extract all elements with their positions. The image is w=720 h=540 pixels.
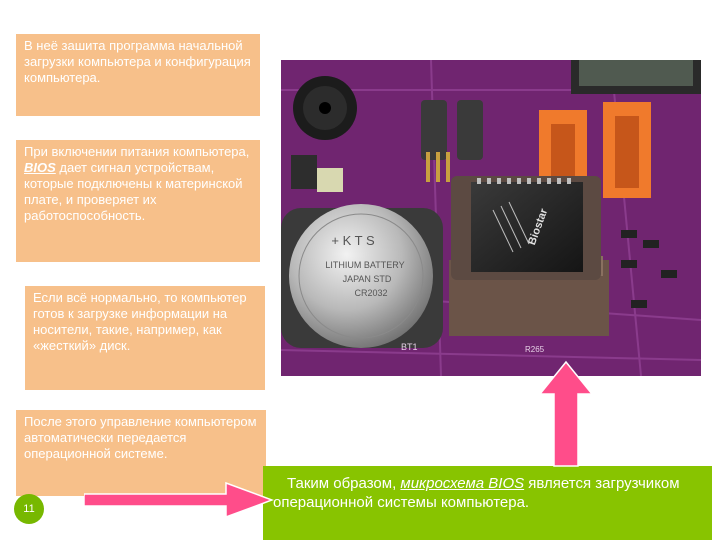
conclusion-box: Таким образом, микросхема BIOS является … [263, 466, 712, 540]
note-text: В неё зашита программа начальной загрузк… [24, 38, 251, 85]
note-text: После этого управление компьютером автом… [24, 414, 257, 461]
battery-label-1: + K T S [331, 233, 375, 248]
note-text: Если всё нормально, то компьютер готов к… [33, 290, 247, 353]
note-power-on: При включении питания компьютера, BIOS д… [16, 140, 260, 262]
board-label-r265: R265 [525, 345, 545, 354]
battery-label-3: JAPAN STD [343, 274, 392, 284]
battery-label-4: CR2032 [354, 288, 387, 298]
motherboard-photo: + K T S LITHIUM BATTERY JAPAN STD CR2032… [281, 60, 701, 376]
note-text-part: При включении питания компьютера, [24, 144, 250, 159]
arrow-right-icon [84, 481, 274, 519]
board-label-bt1: BT1 [401, 342, 418, 352]
note-ready-to-load: Если всё нормально, то компьютер готов к… [25, 286, 265, 390]
note-bios-contents: В неё зашита программа начальной загрузк… [16, 34, 260, 116]
page-number: 11 [23, 503, 35, 515]
battery-label-2: LITHIUM BATTERY [325, 260, 404, 270]
note-text-part: дает сигнал устройствам, которые подключ… [24, 160, 243, 223]
arrow-up-icon [538, 360, 594, 467]
page-number-badge: 11 [14, 494, 44, 524]
conclusion-text-part: Таким образом, [287, 475, 401, 492]
conclusion-text-part: является загрузчиком операционной систем… [273, 475, 680, 511]
bios-chip [471, 182, 583, 272]
bios-term: BIOS [24, 160, 56, 175]
note-control-transfer: После этого управление компьютером автом… [16, 410, 266, 496]
bios-chip-link[interactable]: микросхема BIOS [400, 475, 525, 492]
cmos-battery [289, 204, 433, 348]
